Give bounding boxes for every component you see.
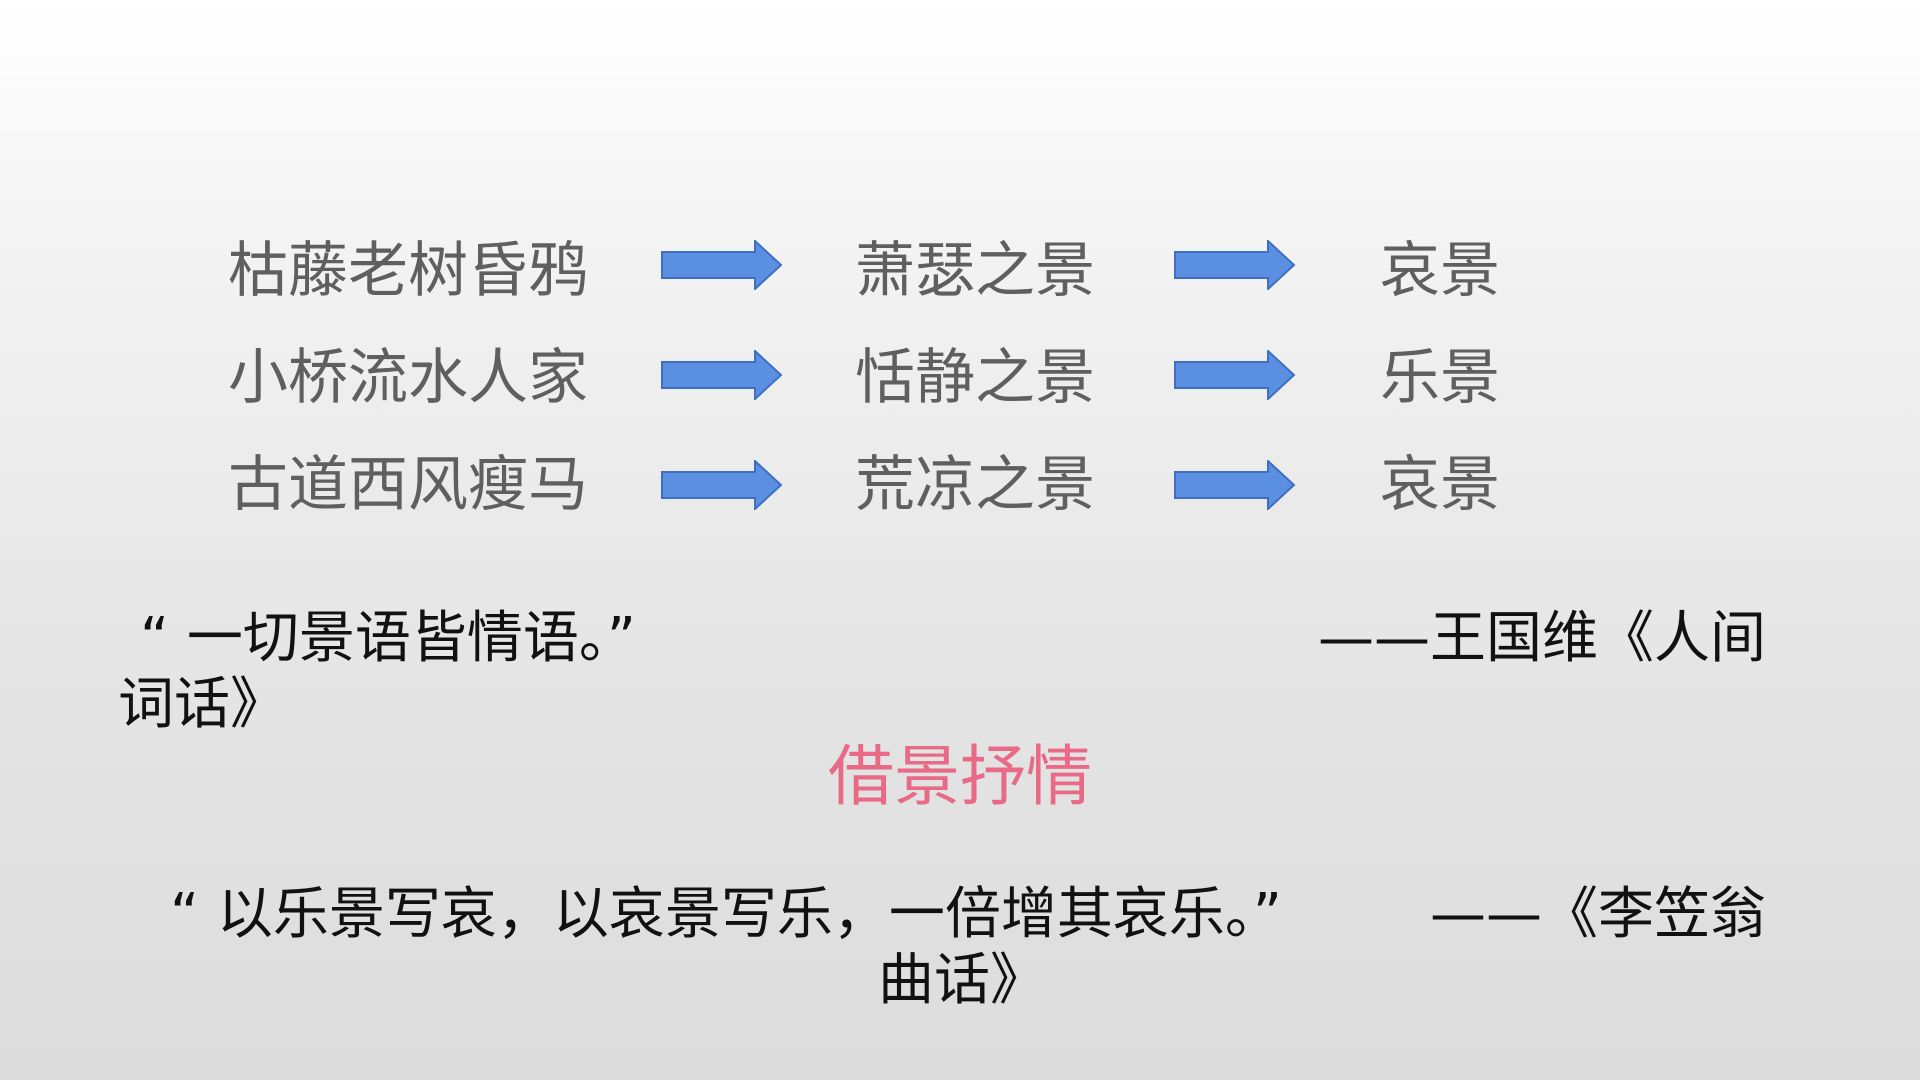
right-arrow-icon — [1174, 350, 1296, 400]
scene-type-3: 荒凉之景 — [855, 450, 1095, 520]
center-title: 借景抒情 — [828, 738, 1092, 815]
feeling-2: 乐景 — [1380, 343, 1500, 413]
scene-text-3: 古道西风瘦马 — [228, 450, 588, 520]
right-arrow-icon — [1174, 240, 1296, 290]
quote-source-2: ——《李笠翁 — [1430, 882, 1766, 947]
feeling-3: 哀景 — [1380, 450, 1500, 520]
quote-source-1-cont: 词话》 — [118, 672, 286, 737]
quote-source-1: ——王国维《人间 — [1318, 606, 1766, 671]
right-arrow-icon — [661, 460, 783, 510]
scene-text-2: 小桥流水人家 — [228, 343, 588, 413]
scene-type-1: 萧瑟之景 — [855, 236, 1095, 306]
right-arrow-icon — [661, 350, 783, 400]
quote-text-1: “ 一切景语皆情语。” — [140, 606, 636, 671]
quote-source-2-cont: 曲话》 — [878, 948, 1046, 1013]
scene-type-2: 恬静之景 — [855, 343, 1095, 413]
right-arrow-icon — [661, 240, 783, 290]
scene-text-1: 枯藤老树昏鸦 — [228, 236, 588, 306]
feeling-1: 哀景 — [1380, 236, 1500, 306]
quote-text-2: “ 以乐景写哀，以哀景写乐，一倍增其哀乐。” — [170, 882, 1282, 947]
right-arrow-icon — [1174, 460, 1296, 510]
